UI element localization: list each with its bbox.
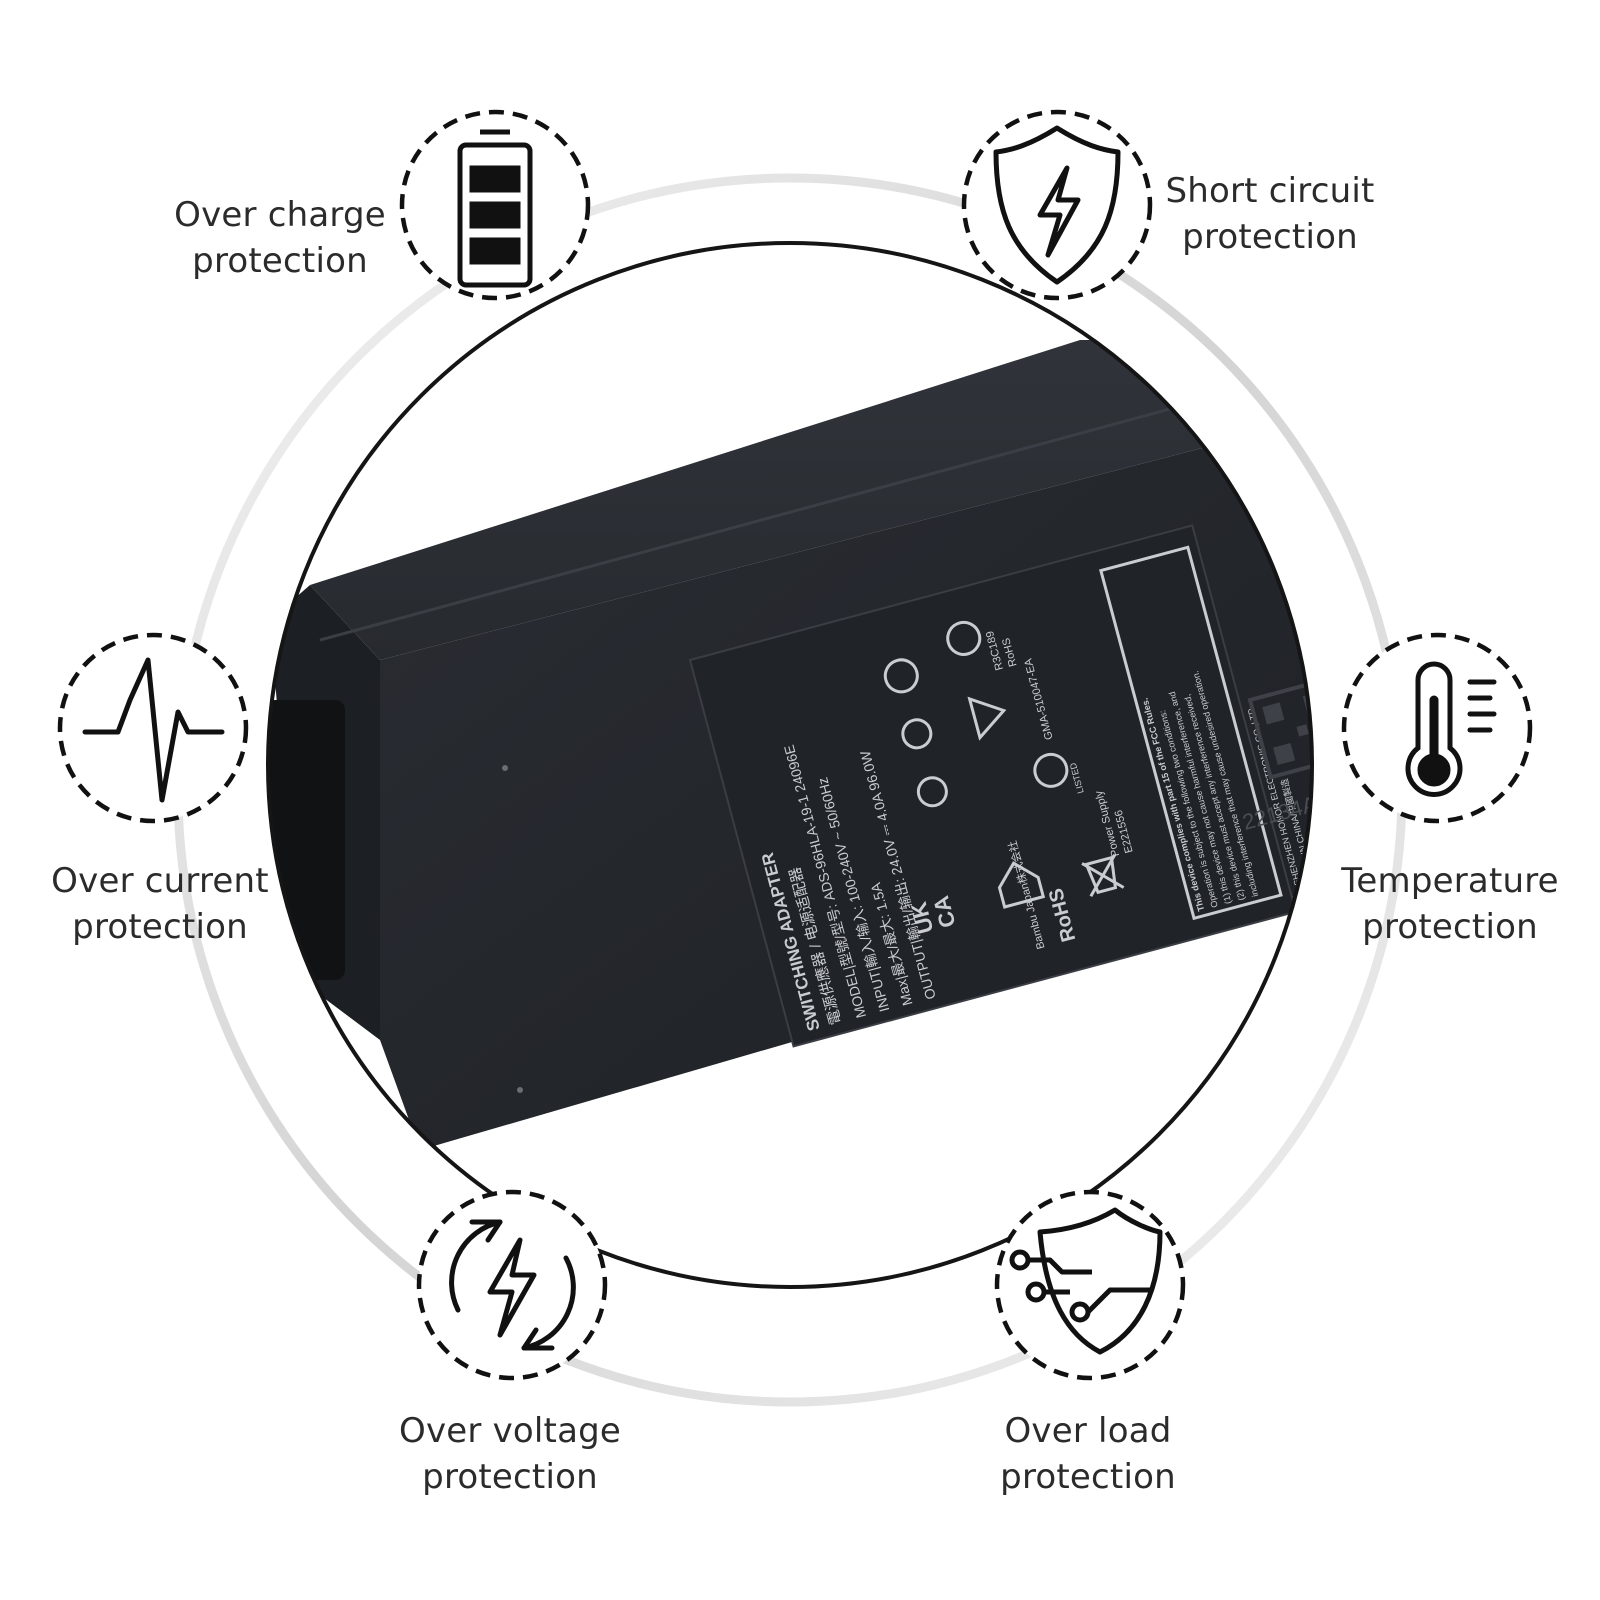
weee-bin-icon [1081,853,1125,898]
lens-rim [266,241,1314,1289]
kc-mark-icon [916,776,948,808]
over-current-label: Over current protection [30,858,290,950]
over-current-line2: protection [72,907,248,947]
over-voltage-line2: protection [422,1457,598,1497]
fcc-box [1099,545,1283,921]
shield-circuit-icon [1009,1207,1163,1355]
pulse-wave-icon [82,657,225,803]
short-circuit-line1: Short circuit [1165,171,1375,211]
over-charge-line2: protection [192,241,368,281]
over-voltage-label: Over voltage protection [380,1408,640,1500]
temperature-line1: Temperature [1341,861,1559,901]
ul-mark-icon [1033,752,1069,788]
over-load-label: Over load protection [958,1408,1218,1500]
battery-icon [457,129,533,288]
over-load-badge [994,1189,1186,1381]
over-charge-line1: Over charge [174,195,386,235]
thermometer-icon [1405,661,1497,797]
short-circuit-label: Short circuit protection [1140,168,1400,260]
lightning-cycle-icon [449,1219,576,1351]
short-circuit-line2: protection [1182,217,1358,257]
rating-label: SWITCHING ADAPTER 電源供應器 / 电源适配器 MODEL|型號… [688,524,1312,1048]
over-charge-label: Over charge protection [150,192,410,284]
over-current-line1: Over current [51,861,269,901]
over-voltage-badge [416,1189,608,1381]
adapter-photo: SWITCHING ADAPTER 電源供應器 / 电源适配器 MODEL|型號… [268,243,1312,1287]
over-load-line1: Over load [1004,1411,1172,1451]
temperature-label: Temperature protection [1320,858,1580,950]
ccc-mark-icon [946,620,982,656]
over-load-line2: protection [1000,1457,1176,1497]
ce-mark-icon [883,658,919,694]
temperature-badge [1341,632,1533,824]
rcm-mark-icon [967,696,1007,741]
over-voltage-line1: Over voltage [398,1411,622,1451]
level-vi-icon [901,718,933,750]
over-current-badge [57,632,249,824]
short-circuit-badge [961,109,1153,301]
shield-lightning-icon [993,125,1121,285]
over-charge-badge [399,109,591,301]
temperature-line2: protection [1362,907,1538,947]
house-icon [997,861,1046,909]
